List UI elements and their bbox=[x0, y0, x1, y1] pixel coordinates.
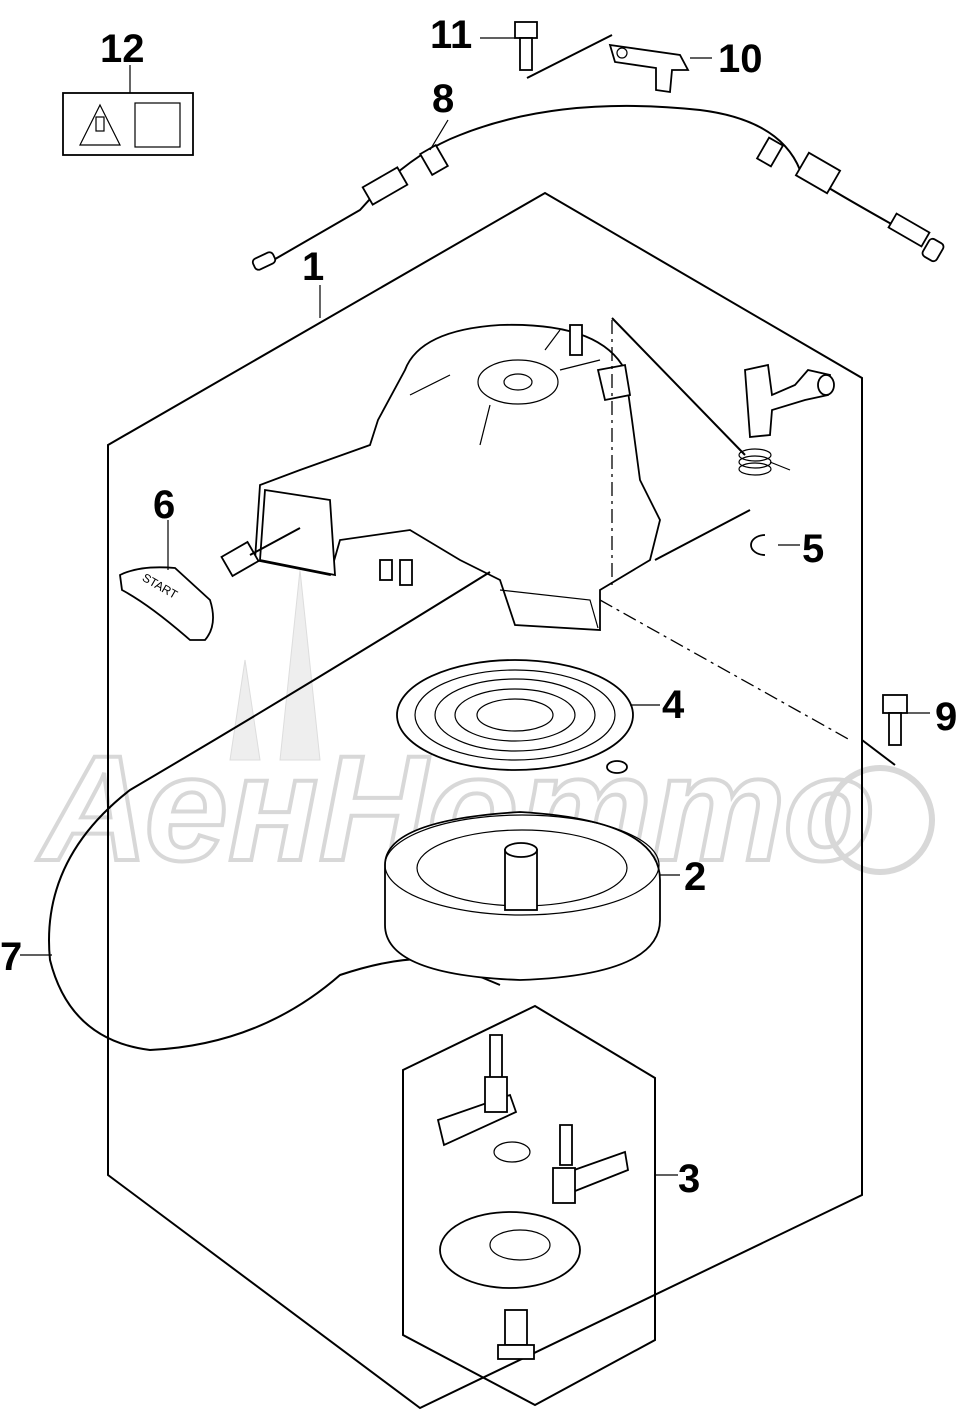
callout-7: 7 bbox=[0, 935, 22, 979]
leader-10-11 bbox=[526, 34, 613, 79]
callout-3: 3 bbox=[678, 1157, 700, 1201]
housing-body bbox=[254, 323, 661, 631]
callout-5: 5 bbox=[802, 527, 824, 571]
recoil-spring-part bbox=[396, 659, 660, 774]
callout-11: 11 bbox=[430, 13, 472, 57]
torsion-spring-part bbox=[738, 448, 791, 476]
pull-handle-part: START bbox=[119, 520, 301, 641]
leader-spring bbox=[611, 317, 746, 456]
ratchet-kit-part bbox=[436, 1034, 678, 1360]
callout-6: 6 bbox=[153, 483, 175, 527]
callout-12: 12 bbox=[100, 27, 145, 71]
starter-housing bbox=[254, 323, 661, 631]
rope-reel-part bbox=[384, 811, 680, 981]
manual-book-icon bbox=[134, 102, 181, 148]
warning-triangle-icon bbox=[79, 103, 121, 146]
watermark-wheel-icon bbox=[825, 765, 935, 875]
warning-label-box bbox=[62, 92, 194, 156]
callout-4: 4 bbox=[662, 683, 685, 727]
housing-hub bbox=[477, 359, 559, 405]
dashed-axis-9 bbox=[599, 599, 851, 741]
assembly-1-outline bbox=[107, 191, 863, 1410]
callout-1: 1 bbox=[302, 245, 324, 289]
throttle-cable-part bbox=[251, 104, 945, 271]
callout-10: 10 bbox=[718, 37, 763, 81]
bracket-10-part bbox=[608, 43, 712, 94]
bolt-11-part bbox=[480, 21, 538, 71]
handle-guide bbox=[259, 488, 336, 577]
assembly-3-outline bbox=[402, 1004, 656, 1407]
callout-2: 2 bbox=[684, 855, 706, 899]
callout-8: 8 bbox=[432, 77, 454, 121]
e-ring-5-part bbox=[750, 534, 800, 556]
cam-lever-part bbox=[744, 363, 835, 438]
exclamation-icon bbox=[95, 116, 105, 132]
bolt-9-part bbox=[861, 694, 930, 766]
starter-rope-part bbox=[48, 571, 501, 1052]
watermark-skyline-icon bbox=[229, 569, 321, 761]
callout-9: 9 bbox=[935, 695, 957, 739]
leader-5 bbox=[654, 509, 751, 561]
warning-label-part bbox=[62, 65, 194, 156]
